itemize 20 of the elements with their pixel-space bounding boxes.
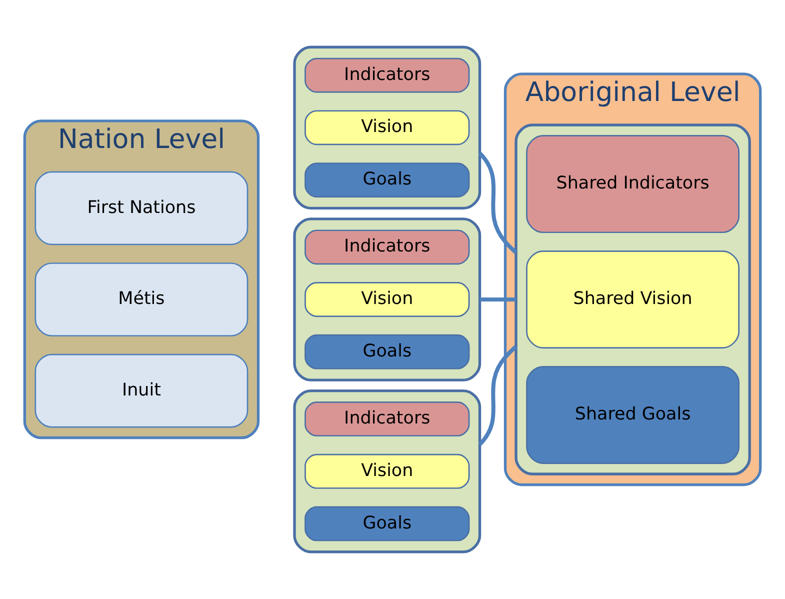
node-box: Indicators: [304, 58, 470, 93]
node-box: Inuit: [34, 354, 248, 428]
node-box: Indicators: [304, 402, 470, 436]
cluster: [293, 389, 482, 554]
node-box: Vision: [304, 282, 470, 317]
connector: [480, 297, 516, 302]
node-box: Shared Indicators: [526, 135, 740, 234]
node-box: Goals: [304, 334, 470, 370]
cluster: [293, 46, 482, 210]
node-box: Vision: [304, 454, 470, 489]
node-box: Goals: [304, 162, 470, 198]
node-box: First Nations: [34, 171, 248, 246]
node-box: Métis: [34, 262, 248, 336]
cluster: [293, 218, 482, 382]
node-box: Goals: [304, 506, 470, 542]
node-box: Shared Goals: [526, 366, 740, 464]
node-box: Vision: [304, 110, 470, 146]
node-box: Shared Vision: [526, 250, 740, 348]
node-box: Indicators: [304, 230, 470, 265]
cluster: [514, 124, 751, 476]
